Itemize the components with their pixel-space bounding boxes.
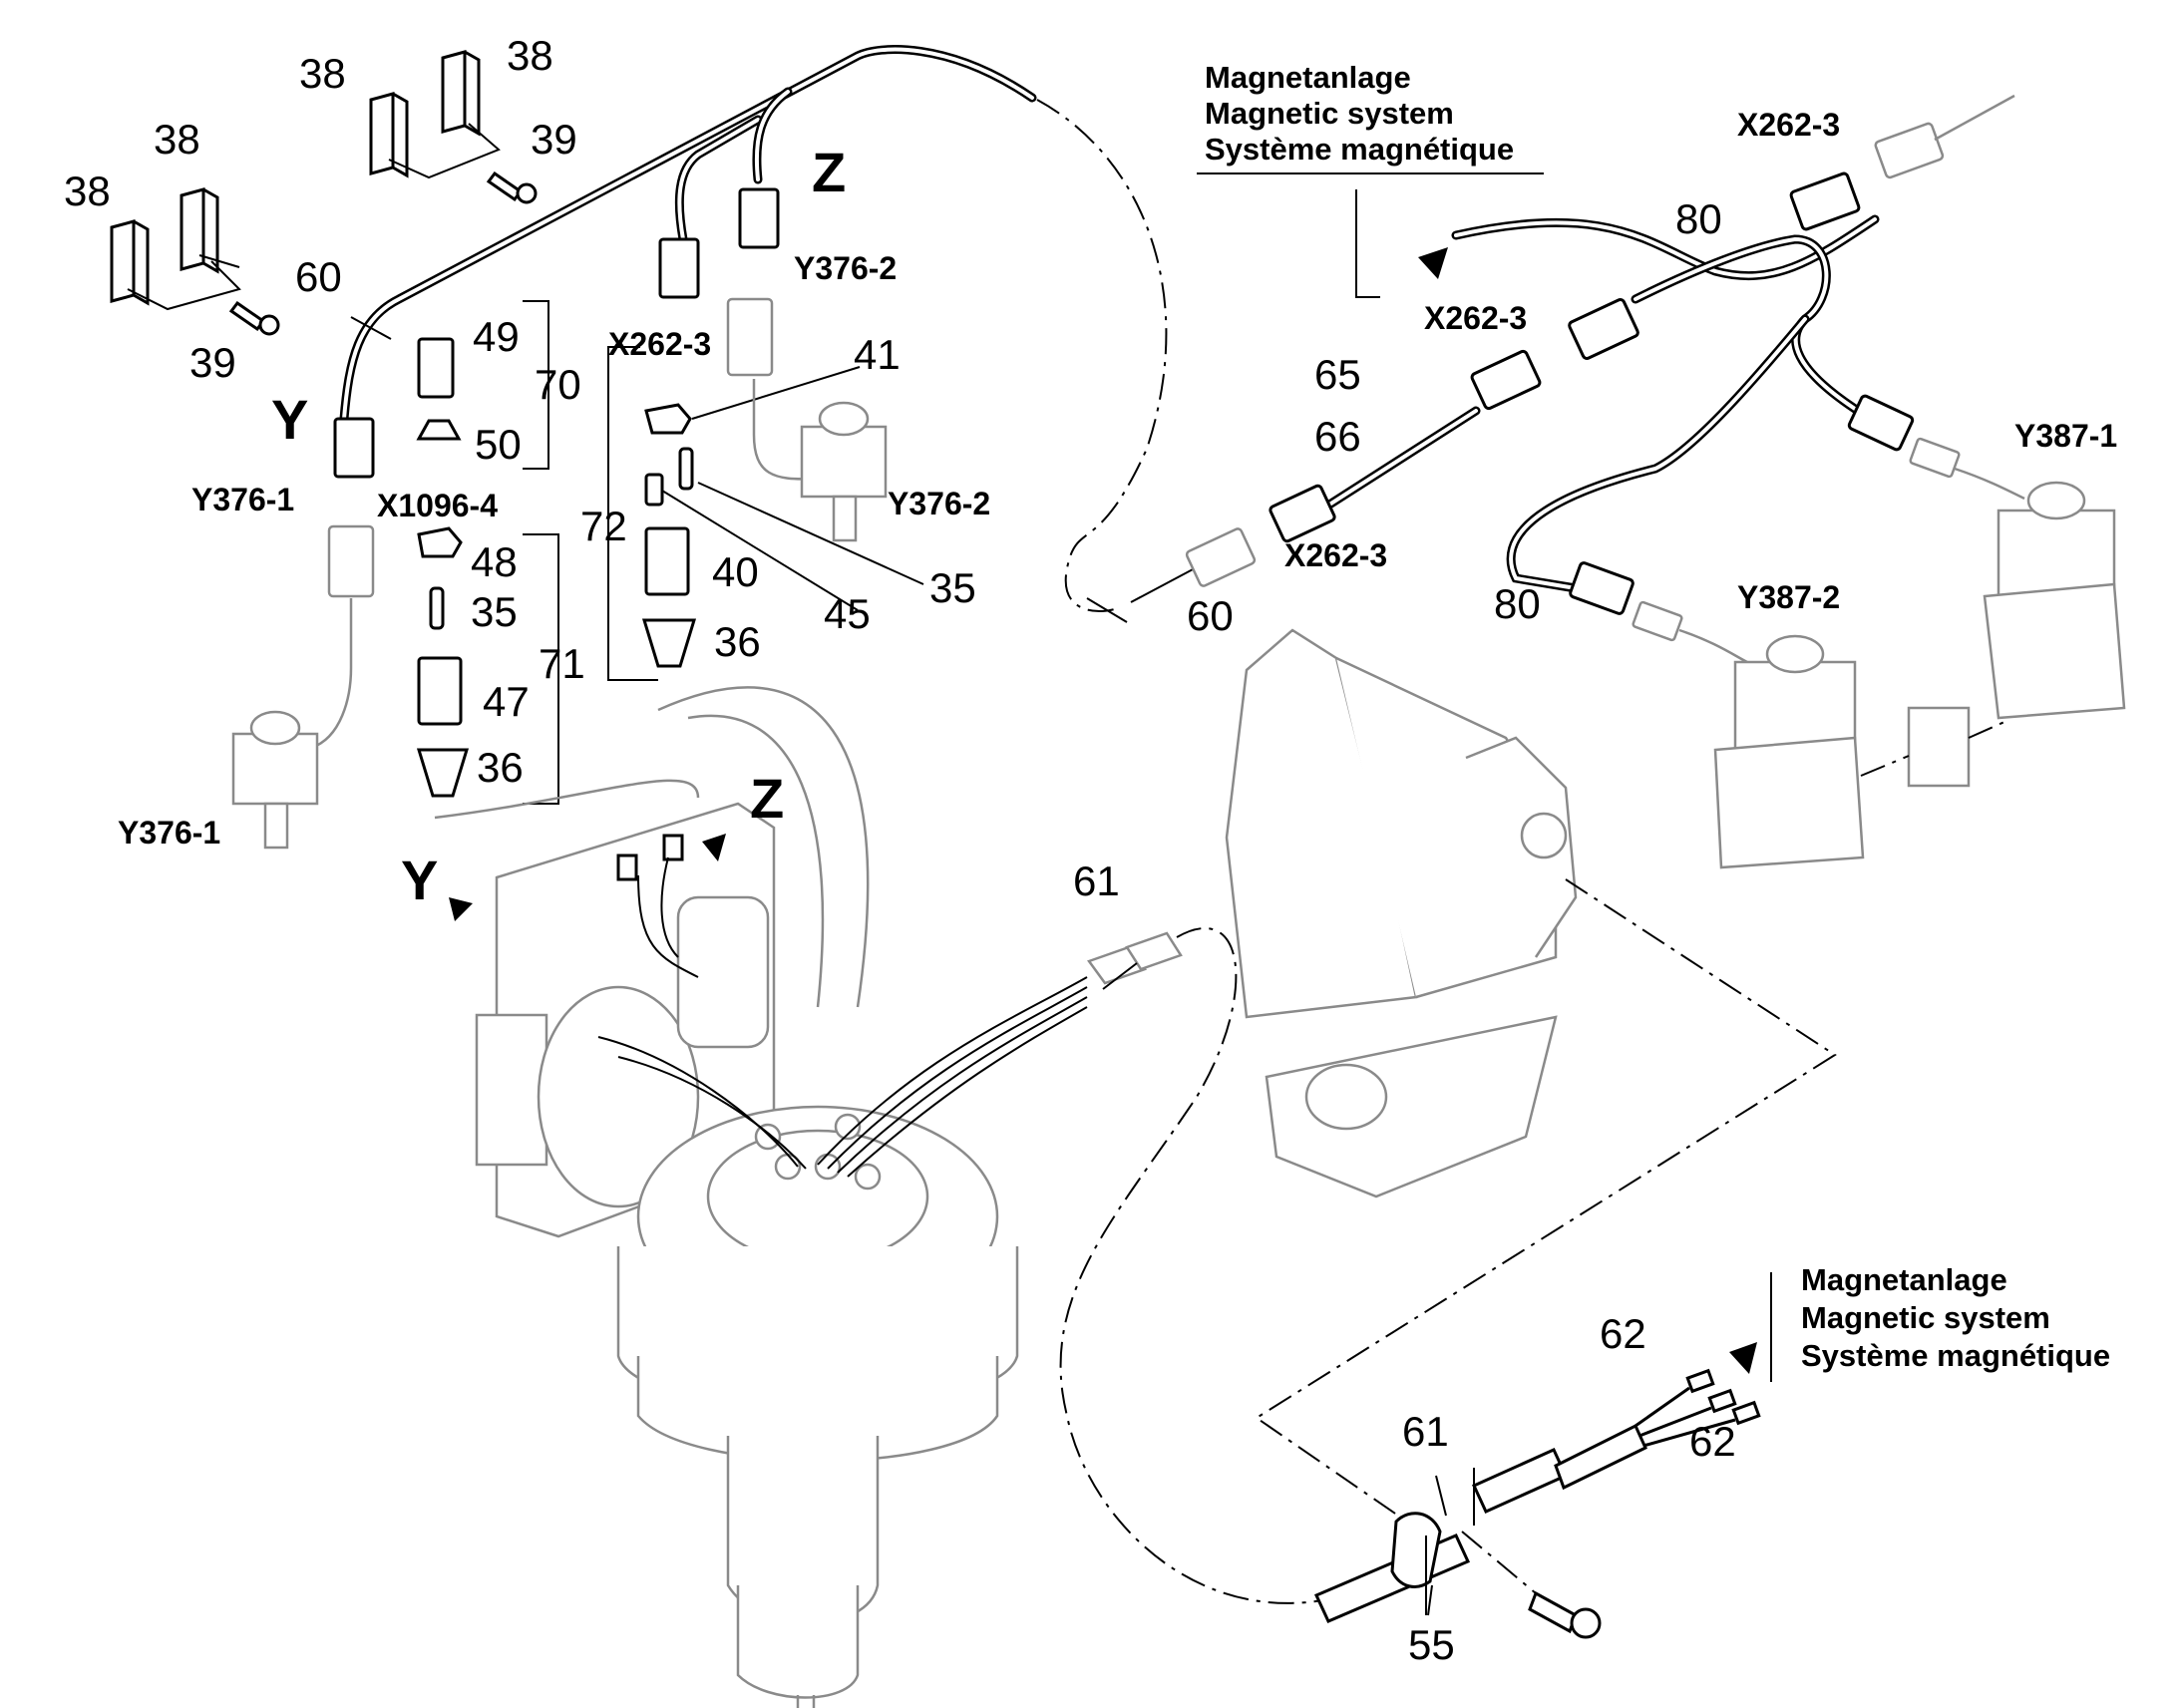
callout-45: 45 [824,590,871,637]
callout-36: 36 [477,744,524,791]
spacer-block [1860,706,2005,788]
note-top-line-1: Magnetanlage [1205,60,1411,95]
callout-61: 61 [1402,1408,1449,1455]
arrow-note-bottom [1729,1342,1757,1374]
code-y387-1: Y387-1 [2014,418,2117,454]
callout-38: 38 [507,32,553,79]
code-y376-2-a: Y376-2 [794,250,897,286]
code-x262-3-c: X262-3 [1424,300,1527,336]
cable-61-assembly [1313,1368,1761,1639]
rotator-assembly [434,686,1183,1708]
code-y376-2-b: Y376-2 [888,486,990,521]
callout-48: 48 [471,538,518,585]
bracket-70 [523,300,549,470]
callout-62: 62 [1689,1418,1736,1465]
callout-47: 47 [483,678,530,725]
callout-41: 41 [854,331,901,378]
callout-60: 60 [1187,592,1234,639]
note-bottom-line-3: Système magnétique [1801,1338,2110,1373]
callout-38: 38 [154,116,200,163]
callout-numbers: 38 38 38 38 39 39 60 60 49 50 70 41 72 3… [64,32,1736,1668]
code-x262-3-b: X262-3 [1737,107,1840,143]
callout-60: 60 [295,253,342,300]
code-y376-1-b: Y376-1 [118,815,220,851]
leader-harness-60 [1036,99,1168,612]
callout-70: 70 [535,361,581,408]
view-label-y: Y [401,849,438,911]
note-bottom: Magnetanlage Magnetic system Système mag… [1801,1262,2110,1373]
note-top-line-3: Système magnétique [1205,132,1514,167]
callout-65: 65 [1314,351,1361,398]
callout-62: 62 [1600,1310,1646,1357]
arrow-view-y [449,897,473,921]
callout-61: 61 [1073,857,1120,904]
code-x1096-4: X1096-4 [377,488,498,523]
cable-65-66 [1130,349,1542,603]
callout-72: 72 [580,503,627,549]
callout-leaders [350,316,1447,1616]
solenoid-y376-2 [726,297,888,542]
view-label-z-top: Z [812,141,846,203]
bracket-72 [607,346,658,681]
leader-cable-61 [1059,927,1347,1604]
valve-y387-2 [1632,600,1865,869]
view-label-z: Z [750,767,784,830]
note-bottom-line-1: Magnetanlage [1801,1262,2007,1297]
callout-66: 66 [1314,413,1361,460]
callout-38: 38 [299,50,346,97]
callout-49: 49 [473,313,520,360]
callout-50: 50 [475,421,522,468]
note-bottom-line-2: Magnetic system [1801,1300,2050,1335]
callout-71: 71 [539,640,585,687]
callout-38: 38 [64,168,111,214]
callout-55: 55 [1408,1621,1455,1668]
arrow-view-z [702,834,726,861]
leader-frame [1255,878,1837,1556]
callout-39: 39 [189,339,236,386]
view-label-y-top: Y [271,388,308,451]
code-y376-1-a: Y376-1 [191,482,294,517]
note-top: Magnetanlage Magnetic system Système mag… [1205,60,1514,167]
connector-stack-middle [641,366,924,668]
callout-80: 80 [1494,580,1541,627]
clip-group-top [369,50,538,204]
bracket-71 [523,533,559,805]
note-top-line-2: Magnetic system [1205,96,1454,131]
code-y387-2: Y387-2 [1737,579,1840,615]
callout-80: 80 [1675,195,1722,242]
callout-39: 39 [531,116,577,163]
callout-35: 35 [929,564,976,611]
connector-stack-left [416,337,470,798]
callout-36: 36 [714,618,761,665]
code-x262-3-d: X262-3 [1284,537,1387,573]
code-x262-3-a: X262-3 [608,326,711,362]
valve-y387-1 [1909,437,2126,720]
harness-60 [333,45,1037,479]
callout-35: 35 [471,588,518,635]
callout-40: 40 [712,548,759,595]
arrow-note-top [1418,247,1448,279]
frame-holder [1225,628,1578,1198]
note-top-leader [1355,189,1380,298]
clip-group-left [110,187,280,336]
solenoid-y376-1 [231,524,375,850]
harness-80 [1451,94,2015,615]
